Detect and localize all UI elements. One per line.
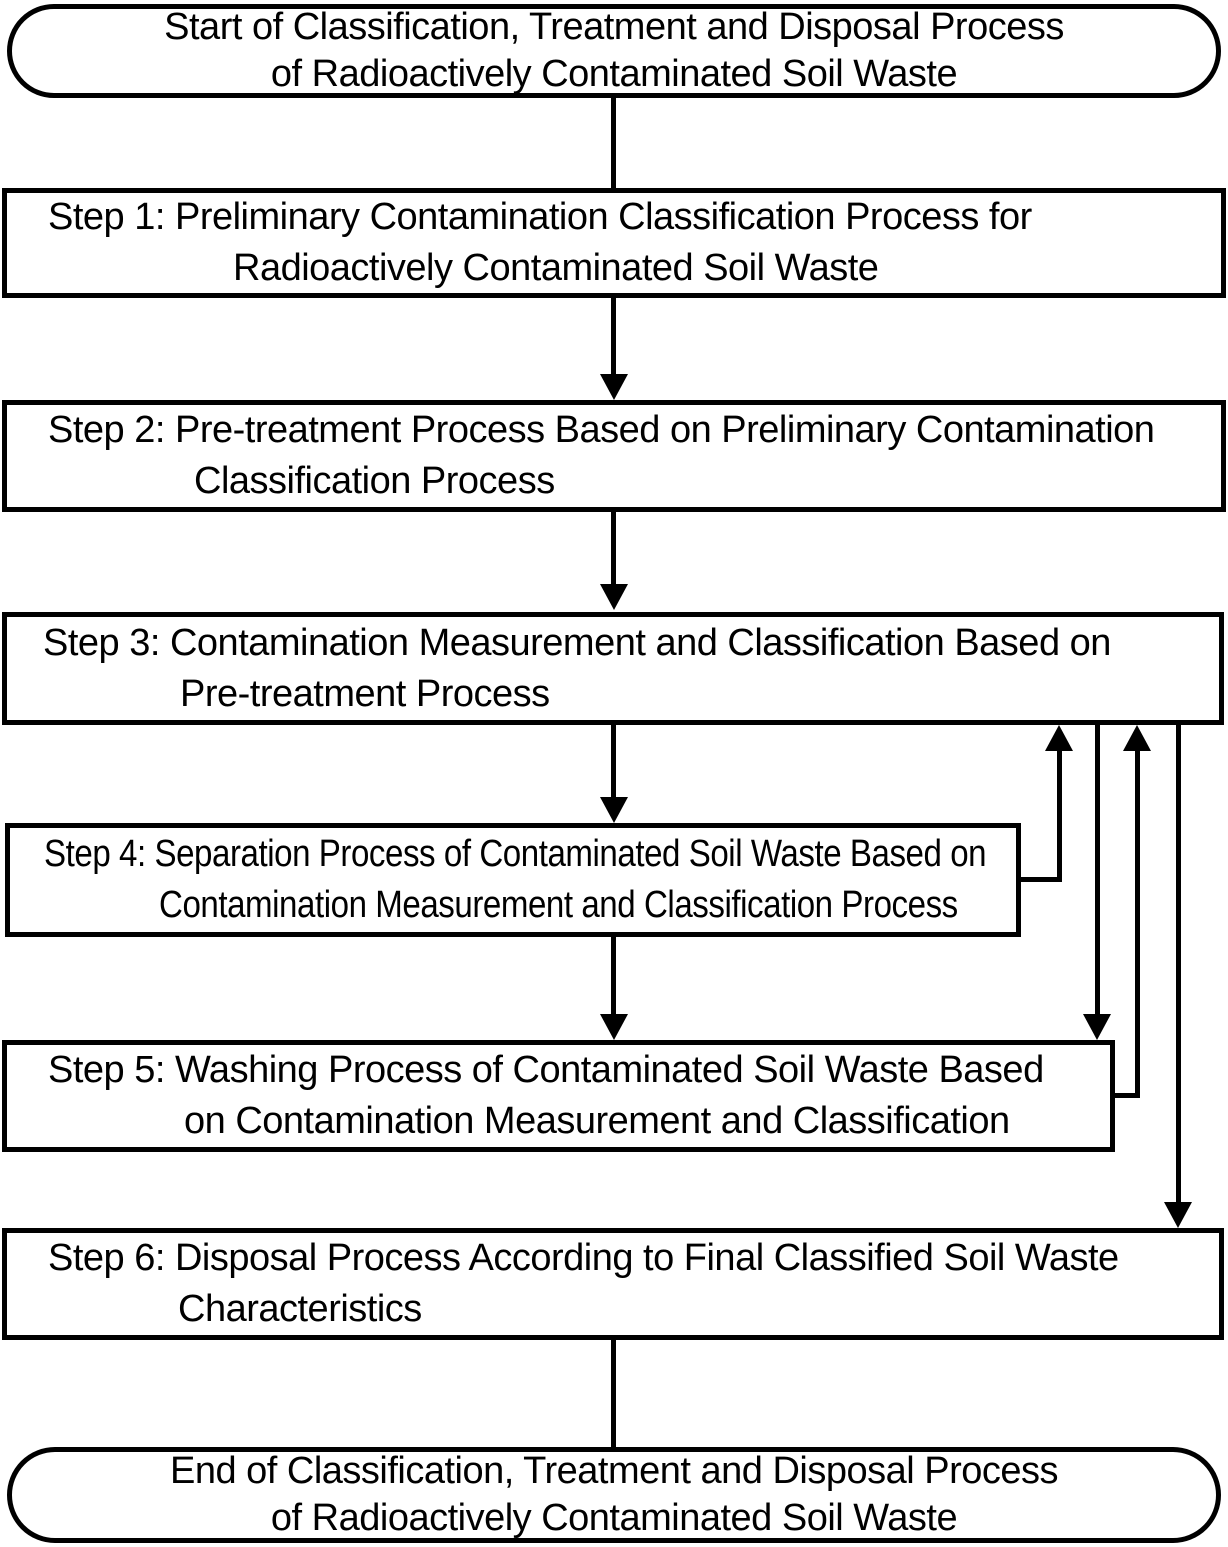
edge-step3-to-step4-arrowhead-icon	[600, 797, 628, 823]
edge-step2-to-step3-arrowhead-icon	[600, 584, 628, 610]
node-step5-line2: on Contamination Measurement and Classif…	[184, 1100, 1010, 1142]
edge-step4-to-step3-vertical-line	[1057, 749, 1062, 882]
edge-step2-to-step3-line	[611, 512, 616, 586]
edge-step3-to-step5-line	[1095, 725, 1100, 1016]
node-step3: Step 3: Contamination Measurement and Cl…	[2, 612, 1224, 725]
node-start-terminator: Start of Classification, Treatment and D…	[7, 4, 1221, 98]
edge-step3-to-step5-arrowhead-icon	[1083, 1014, 1111, 1040]
node-start-line1: Start of Classification, Treatment and D…	[164, 6, 1064, 48]
node-start-line2: of Radioactively Contaminated Soil Waste	[270, 53, 958, 95]
node-end-line2: of Radioactively Contaminated Soil Waste	[270, 1497, 958, 1539]
edge-step1-to-step2-arrowhead-icon	[600, 374, 628, 400]
edge-step5-to-step3-vertical-line	[1135, 749, 1140, 1098]
node-step5-line1: Step 5: Washing Process of Contaminated …	[48, 1049, 1044, 1091]
edge-start-to-step1-line	[611, 98, 616, 188]
edge-step4-to-step5-arrowhead-icon	[600, 1014, 628, 1040]
node-step6-line2: Characteristics	[178, 1288, 422, 1330]
node-step6-line1: Step 6: Disposal Process According to Fi…	[48, 1237, 1119, 1279]
edge-step6-to-end-line	[611, 1340, 616, 1447]
node-step3-line2: Pre-treatment Process	[180, 672, 550, 715]
node-step5: Step 5: Washing Process of Contaminated …	[2, 1040, 1115, 1152]
edge-step1-to-step2-line	[611, 298, 616, 376]
node-step1-line1: Step 1: Preliminary Contamination Classi…	[48, 196, 1032, 238]
node-step2-line1: Step 2: Pre-treatment Process Based on P…	[48, 409, 1155, 451]
edge-step4-to-step3-horizontal-line	[1016, 877, 1062, 882]
node-step6: Step 6: Disposal Process According to Fi…	[2, 1228, 1224, 1340]
node-step1: Step 1: Preliminary Contamination Classi…	[2, 188, 1226, 298]
node-end-line1: End of Classification, Treatment and Dis…	[169, 1450, 1059, 1492]
edge-step3-to-step6-arrowhead-icon	[1164, 1202, 1192, 1228]
node-step4: Step 4: Separation Process of Contaminat…	[5, 823, 1021, 937]
edge-step4-to-step5-line	[611, 937, 616, 1016]
node-step2-line2: Classification Process	[194, 460, 555, 502]
edge-step3-to-step6-line	[1176, 725, 1181, 1204]
edge-step5-to-step3-horizontal-line	[1110, 1093, 1140, 1098]
node-step3-line1: Step 3: Contamination Measurement and Cl…	[43, 621, 1111, 664]
edge-step5-to-step3-arrowhead-icon	[1123, 725, 1151, 751]
node-step2: Step 2: Pre-treatment Process Based on P…	[2, 400, 1226, 512]
node-step1-line2: Radioactively Contaminated Soil Waste	[233, 247, 879, 289]
node-step4-line1: Step 4: Separation Process of Contaminat…	[44, 833, 987, 875]
node-end-terminator: End of Classification, Treatment and Dis…	[7, 1447, 1221, 1543]
edge-step4-to-step3-arrowhead-icon	[1045, 725, 1073, 751]
node-step4-line2: Contamination Measurement and Classifica…	[159, 884, 958, 926]
edge-step3-to-step4-line	[611, 725, 616, 799]
